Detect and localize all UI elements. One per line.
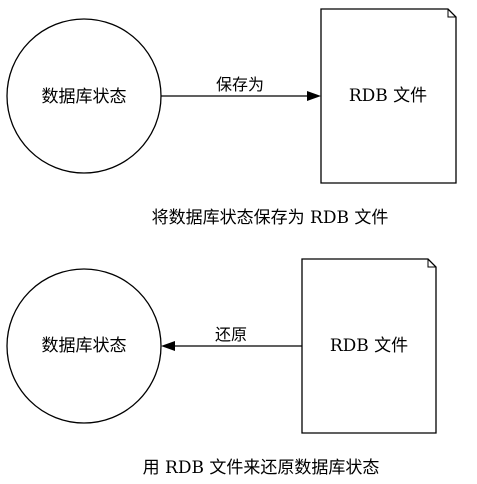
save-file-dog-ear: [447, 9, 456, 18]
save-arrow-head: [307, 91, 321, 101]
save-caption: 将数据库状态保存为 RDB 文件: [152, 208, 389, 228]
save-arrow-label: 保存为: [216, 75, 264, 94]
restore-file-dog-ear: [427, 259, 436, 268]
save-database-state-label: 数据库状态: [42, 87, 127, 107]
restore-caption: 用 RDB 文件来还原数据库状态: [143, 458, 380, 478]
restore-arrow-head: [161, 341, 175, 351]
restore-arrow-label: 还原: [215, 325, 247, 344]
save-section: 数据库状态 保存为 RDB 文件 将数据库状态保存为 RDB 文件: [6, 8, 457, 228]
restore-rdb-file-node: [301, 258, 437, 434]
save-rdb-file-node: [320, 8, 457, 184]
restore-section: 数据库状态 还原 RDB 文件 用 RDB 文件来还原数据库状态: [6, 258, 437, 478]
restore-rdb-file-label: RDB 文件: [330, 336, 408, 356]
restore-database-state-label: 数据库状态: [42, 336, 127, 356]
save-rdb-file-label: RDB 文件: [349, 86, 427, 106]
